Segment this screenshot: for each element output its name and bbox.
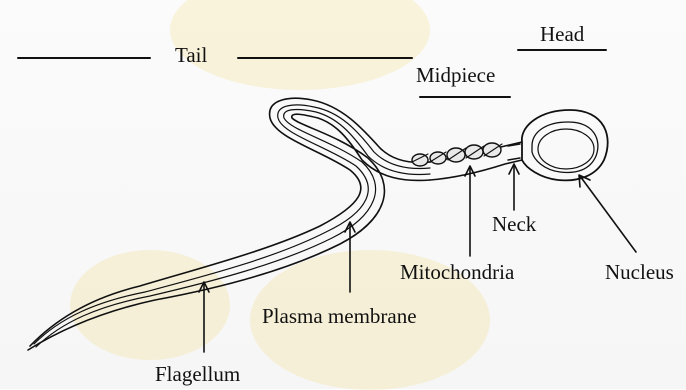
label-nucleus: Nucleus bbox=[605, 262, 674, 283]
nucleus-pointer bbox=[580, 176, 636, 252]
label-midpiece: Midpiece bbox=[416, 65, 495, 86]
nucleus-shape bbox=[538, 129, 594, 169]
head-outer bbox=[522, 110, 608, 180]
label-flagellum: Flagellum bbox=[155, 364, 240, 385]
label-neck: Neck bbox=[492, 214, 536, 235]
neck-outline bbox=[508, 144, 520, 160]
label-head: Head bbox=[540, 24, 584, 45]
label-tail: Tail bbox=[175, 45, 207, 66]
label-plasma-membrane: Plasma membrane bbox=[262, 306, 417, 327]
label-mitochondria: Mitochondria bbox=[400, 262, 514, 283]
